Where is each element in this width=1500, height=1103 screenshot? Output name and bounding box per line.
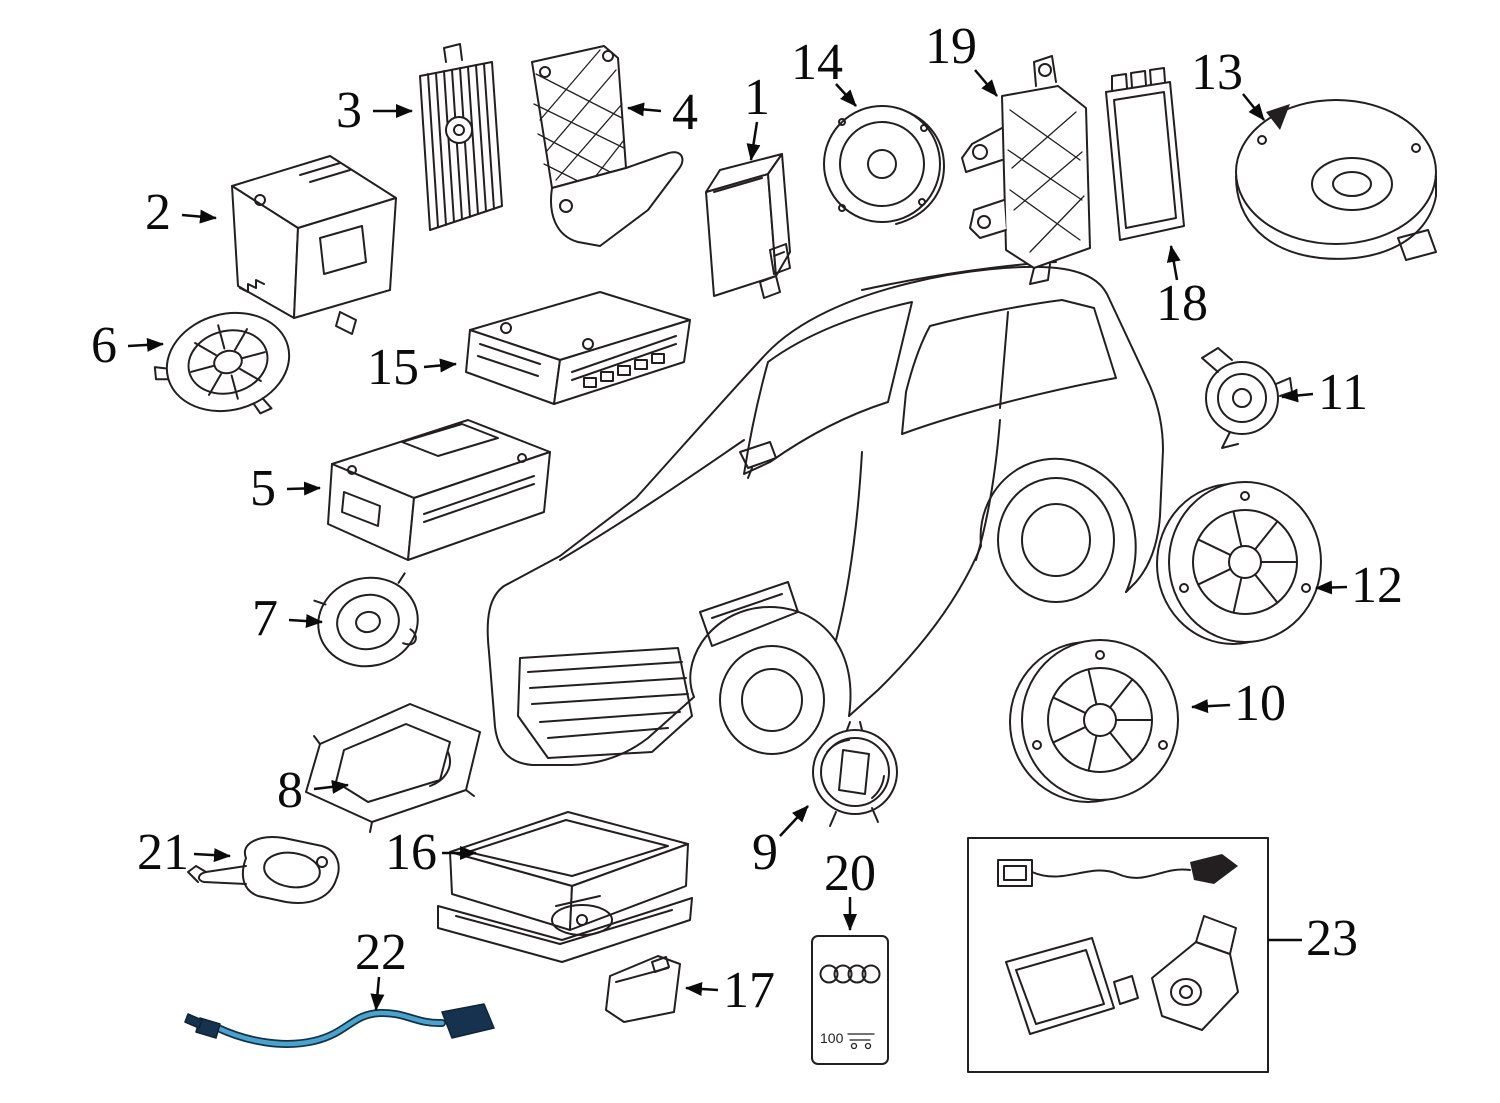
callout-2: 2 bbox=[145, 184, 217, 241]
callout-13: 13 bbox=[1191, 44, 1265, 121]
cable-connector bbox=[441, 1003, 495, 1039]
part-22-adapter-cable bbox=[184, 1003, 495, 1048]
callout-5-number: 5 bbox=[250, 460, 276, 517]
callout-18-number: 18 bbox=[1156, 275, 1208, 332]
callout-4: 4 bbox=[627, 84, 698, 141]
part-10-woofer-speaker bbox=[1009, 639, 1179, 803]
callout-16-number: 16 bbox=[385, 824, 437, 881]
callout-12-number: 12 bbox=[1351, 557, 1403, 614]
callout-9-number: 9 bbox=[752, 824, 778, 881]
part-7-midrange-speaker bbox=[313, 572, 419, 668]
part-18-control-module bbox=[1105, 67, 1185, 241]
callout-1-number: 1 bbox=[744, 69, 770, 126]
callout-16: 16 bbox=[385, 824, 477, 881]
callout-22: 22 bbox=[355, 924, 407, 1011]
callout-4-number: 4 bbox=[672, 84, 698, 141]
callout-6-number: 6 bbox=[91, 317, 117, 374]
part-13-subwoofer bbox=[1235, 99, 1437, 261]
callout-3: 3 bbox=[336, 82, 413, 139]
part-17-memory-card bbox=[605, 955, 681, 1023]
callout-6: 6 bbox=[91, 317, 164, 374]
part-8-speaker-mounting-frame bbox=[305, 703, 481, 833]
part-9-speaker-adapter-ring bbox=[812, 721, 898, 827]
warning-triangle-icon bbox=[1266, 104, 1290, 130]
part-16-mounting-cage bbox=[437, 811, 693, 963]
callout-9: 9 bbox=[752, 805, 809, 881]
callout-10-number: 10 bbox=[1234, 675, 1286, 732]
part-4-mounting-bracket-grid bbox=[531, 45, 684, 247]
callout-14-number: 14 bbox=[791, 34, 843, 91]
part-14-center-speaker bbox=[823, 105, 945, 225]
vehicle-outline bbox=[486, 261, 1164, 766]
audi-rings-icon bbox=[819, 964, 881, 984]
callout-11-number: 11 bbox=[1318, 364, 1368, 421]
callout-11: 11 bbox=[1281, 364, 1368, 421]
part-21-remote-key bbox=[187, 836, 340, 904]
part-1-interface-control-module bbox=[705, 153, 791, 299]
callout-17-number: 17 bbox=[723, 962, 775, 1019]
part-3-amplifier-heatsink bbox=[419, 43, 503, 231]
callouts-layer: 1 2 3 4 5 6 7 8 bbox=[91, 18, 1403, 1019]
callout-19-number: 19 bbox=[925, 18, 977, 75]
callout-2-number: 2 bbox=[145, 184, 171, 241]
part-19-module-mounting-bracket bbox=[961, 55, 1091, 285]
callout-10: 10 bbox=[1191, 675, 1286, 732]
part-20-instruction-card bbox=[811, 935, 889, 1065]
kit-cable-connector bbox=[1190, 854, 1238, 884]
part-11-tweeter-speaker bbox=[1201, 347, 1293, 449]
callout-8: 8 bbox=[277, 762, 349, 819]
callout-22-number: 22 bbox=[355, 924, 407, 981]
callout-17: 17 bbox=[685, 962, 775, 1019]
part-12-woofer-speaker bbox=[1156, 481, 1322, 645]
callout-23: 23 bbox=[1268, 910, 1358, 967]
callout-7: 7 bbox=[252, 590, 323, 647]
callout-20: 20 bbox=[824, 845, 876, 931]
callout-21-number: 21 bbox=[137, 824, 189, 881]
part-5-radio-navigation-unit bbox=[327, 419, 551, 561]
callout-23-number: 23 bbox=[1306, 910, 1358, 967]
cable-highlight bbox=[215, 1010, 445, 1047]
part-2-amplifier-assembly bbox=[231, 155, 397, 335]
callout-1: 1 bbox=[744, 69, 770, 161]
callout-7-number: 7 bbox=[252, 590, 278, 647]
callout-13-number: 13 bbox=[1191, 44, 1243, 101]
callout-8-number: 8 bbox=[277, 762, 303, 819]
callout-19: 19 bbox=[925, 18, 998, 97]
callout-15-number: 15 bbox=[367, 339, 419, 396]
part-23-retrofit-kit-box bbox=[967, 837, 1269, 1073]
callout-15: 15 bbox=[367, 339, 457, 396]
instruction-card-text: 100 bbox=[820, 1030, 844, 1046]
callout-14: 14 bbox=[791, 34, 857, 107]
callout-5: 5 bbox=[250, 460, 321, 517]
callout-12: 12 bbox=[1315, 557, 1403, 614]
callout-3-number: 3 bbox=[336, 82, 362, 139]
callout-18: 18 bbox=[1156, 245, 1208, 332]
callout-21: 21 bbox=[137, 824, 231, 881]
part-6-door-speaker bbox=[153, 311, 291, 415]
part-15-cd-changer-unit bbox=[465, 291, 691, 405]
callout-20-number: 20 bbox=[824, 845, 876, 902]
